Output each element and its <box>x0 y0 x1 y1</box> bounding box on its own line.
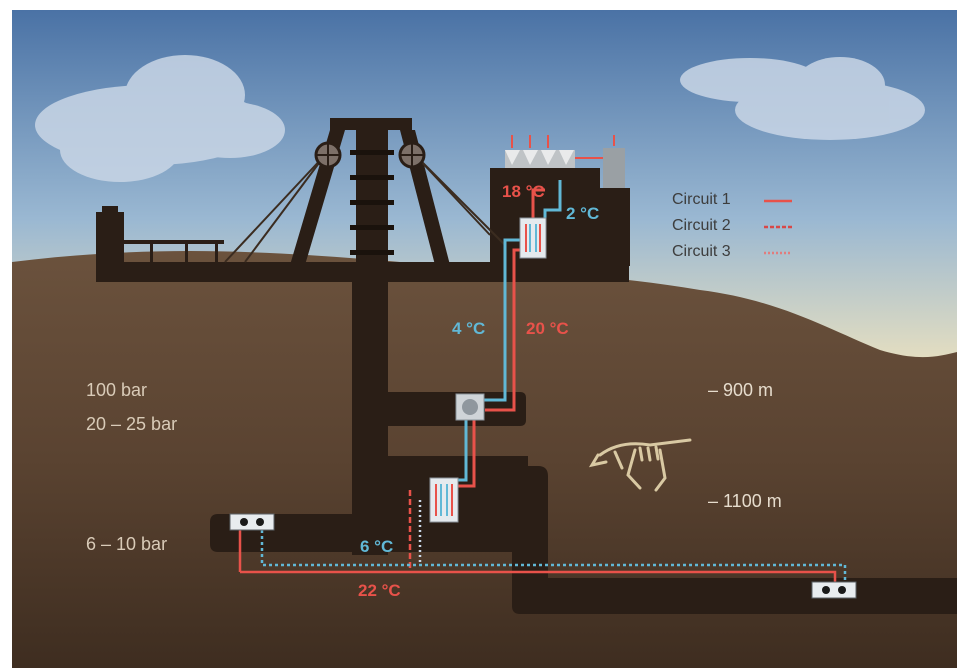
legend-circuit-3: Circuit 3 <box>672 243 731 260</box>
pressure-label-20-25-bar: 20 – 25 bar <box>86 414 178 434</box>
pump-icon <box>229 513 275 531</box>
cloud-icon <box>680 57 925 140</box>
legend-circuit-1: Circuit 1 <box>672 191 731 208</box>
pressure-label-6-10-bar: 6 – 10 bar <box>86 534 168 554</box>
temp-shaft-hot: 20 °C <box>526 319 569 338</box>
dinosaur-fossil-icon <box>588 438 692 492</box>
cooling-tower-icon <box>505 135 625 188</box>
pressure-label-100-bar: 100 bar <box>86 380 148 400</box>
legend-swatches <box>764 199 792 255</box>
temp-surface-cold: 2 °C <box>566 204 600 223</box>
legend-circuit-2: Circuit 2 <box>672 217 731 234</box>
headframe-icon <box>96 118 630 282</box>
temp-mine-hot: 22 °C <box>358 581 401 600</box>
chiller-icon <box>455 393 485 421</box>
cloud-icon <box>35 55 285 182</box>
temp-mine-cold: 6 °C <box>360 537 394 556</box>
depth-label-1100m: – 1100 m <box>708 491 782 511</box>
headframe-cables <box>224 154 506 263</box>
temp-shaft-cold: 4 °C <box>452 319 486 338</box>
circuit-2-3-pipes <box>238 490 847 585</box>
heat-exchanger-icon <box>519 217 547 259</box>
heat-exchanger-icon <box>429 477 459 523</box>
depth-label-900m: – 900 m <box>708 380 774 400</box>
pump-icon <box>811 581 857 599</box>
temp-surface-hot: 18 °C <box>502 182 545 201</box>
